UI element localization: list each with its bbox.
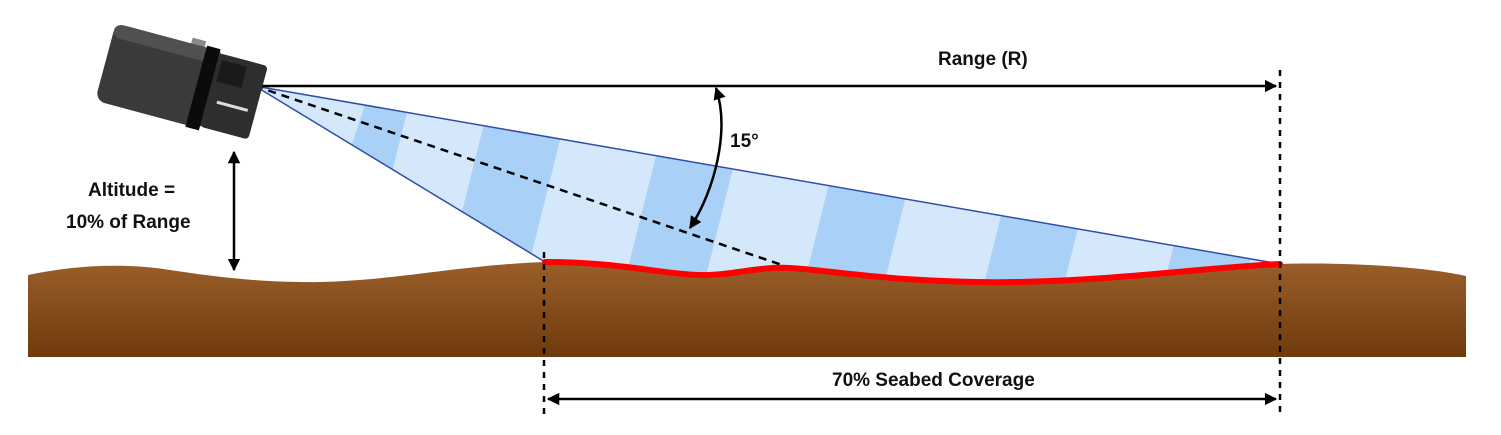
sonar-transducer-icon: [97, 25, 267, 139]
beam-lower-edge: [254, 85, 546, 263]
coverage-label: 70% Seabed Coverage: [832, 370, 1035, 391]
range-label: Range (R): [938, 49, 1028, 70]
beam-upper-edge: [254, 85, 1281, 265]
beam-center-line: [254, 84, 786, 268]
angle-arc: [688, 86, 726, 230]
altitude-label-line2: 10% of Range: [66, 212, 191, 233]
sonar-beam: [255, 86, 1280, 283]
seabed: [28, 262, 1466, 357]
seabed-coverage-line: [542, 259, 1283, 286]
altitude-label-line1: Altitude =: [88, 180, 176, 201]
angle-label: 15°: [730, 131, 759, 152]
